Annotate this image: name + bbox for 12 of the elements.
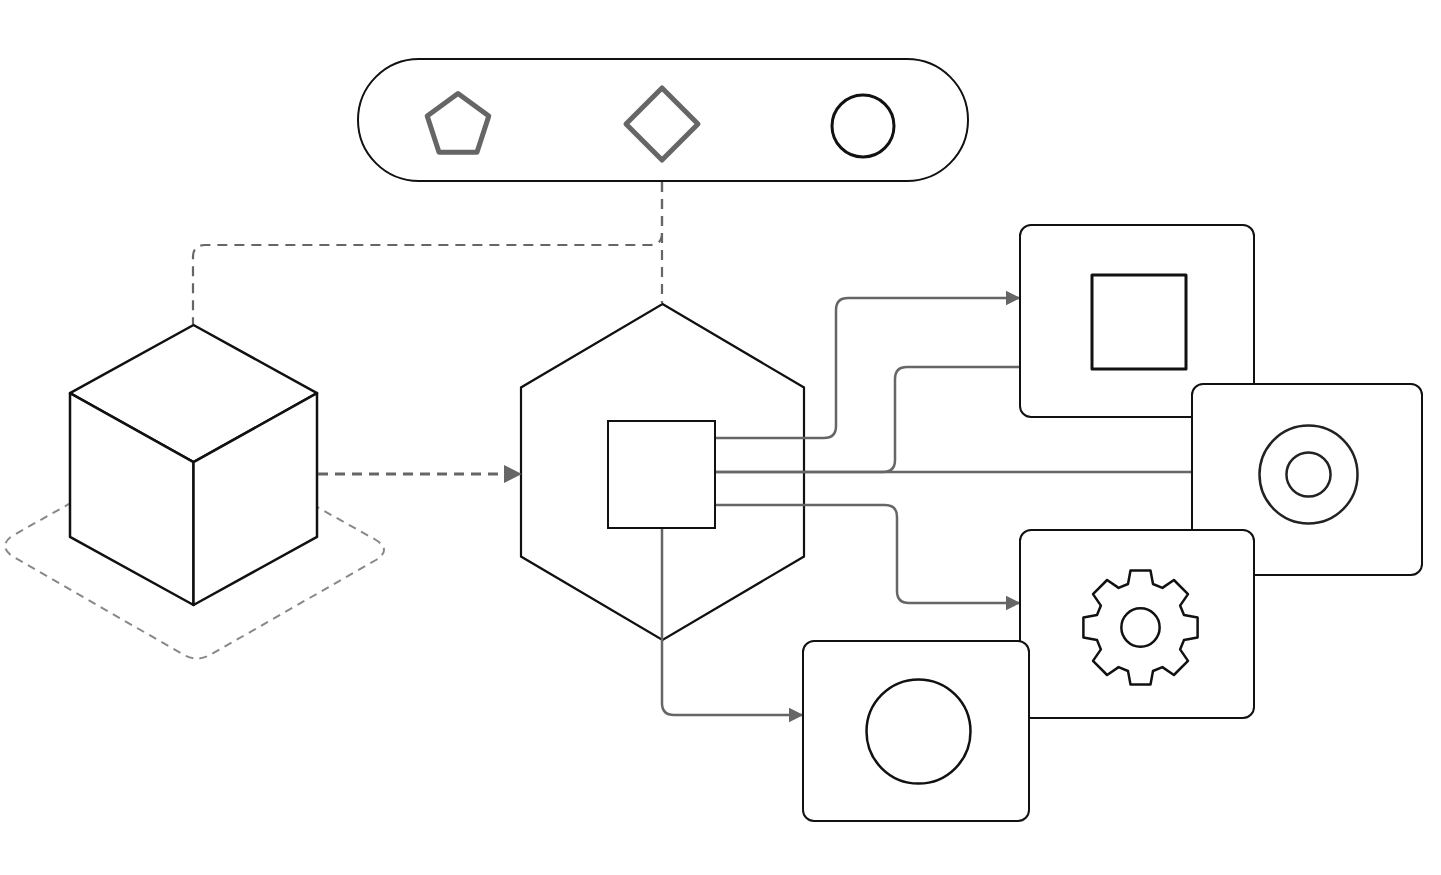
connector-line — [716, 470, 1191, 474]
hexagon-shape — [520, 303, 805, 641]
card — [1019, 224, 1255, 418]
connector-line — [660, 182, 664, 303]
arrow — [716, 290, 1021, 440]
card — [802, 640, 1030, 822]
card — [1191, 383, 1423, 576]
card — [1019, 529, 1255, 719]
arrow — [660, 529, 804, 723]
arrow — [716, 503, 1021, 611]
square-box — [607, 420, 716, 529]
arrow — [318, 465, 522, 483]
